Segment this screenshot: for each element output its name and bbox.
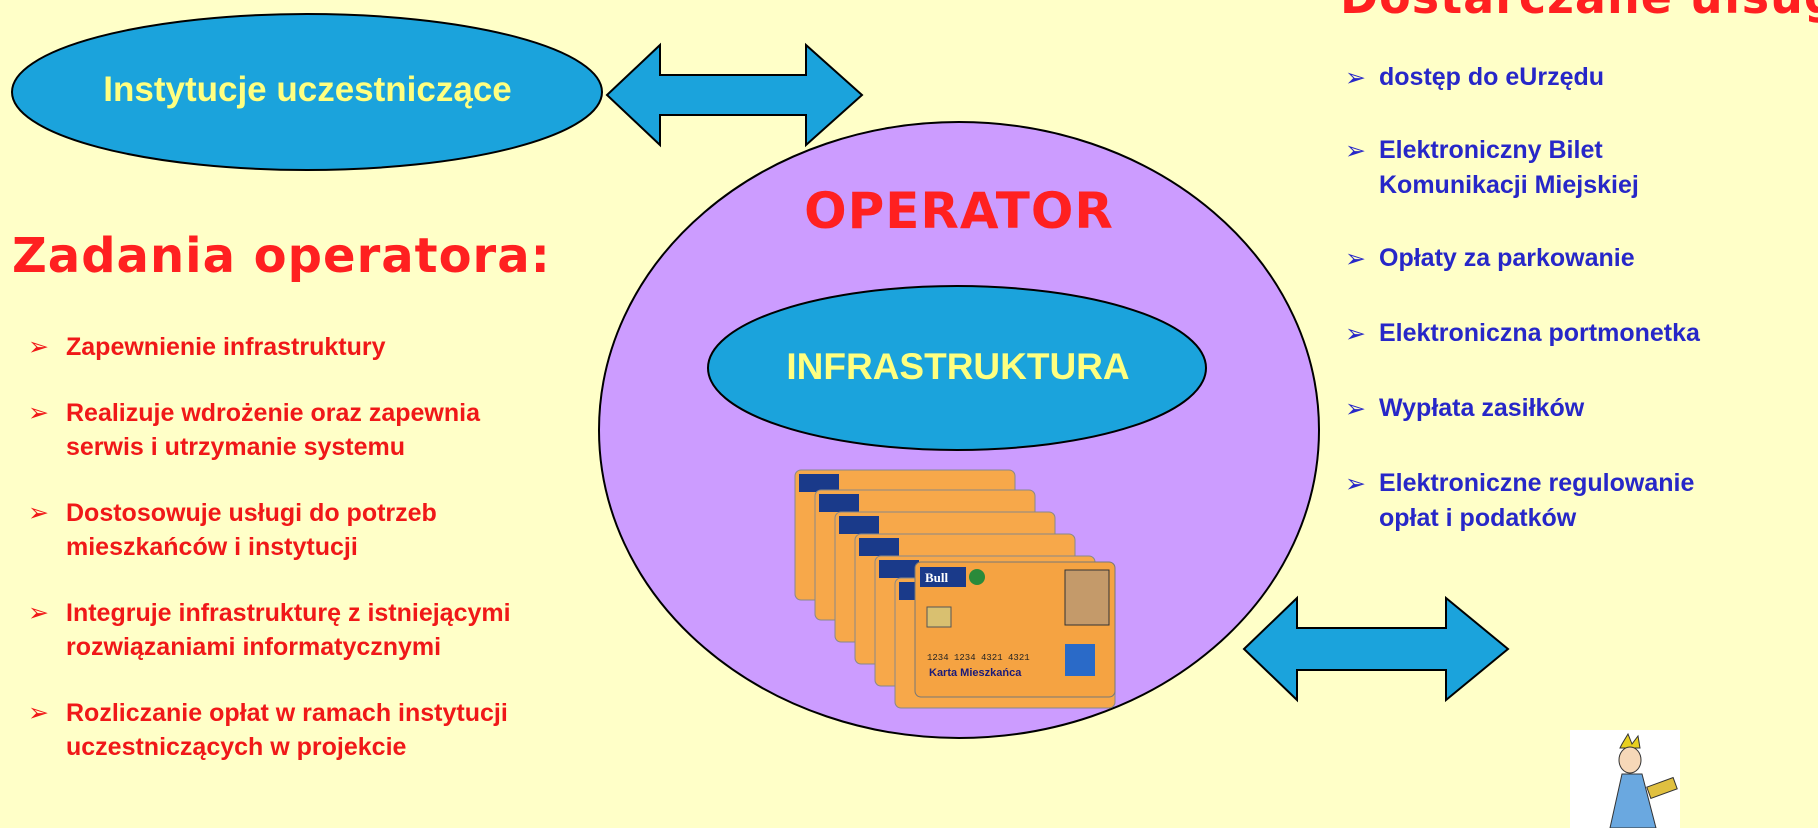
bullet-arrow-icon: ➢ <box>28 598 49 627</box>
operator-title: OPERATOR <box>804 182 1114 240</box>
list-item: ➢ Opłaty za parkowanie <box>1345 241 1815 276</box>
infrastructure-ellipse <box>707 285 1207 451</box>
bullet-arrow-icon: ➢ <box>1345 394 1366 423</box>
list-item: ➢ Elektroniczna portmonetka <box>1345 316 1815 351</box>
bullet-arrow-icon: ➢ <box>28 498 49 527</box>
bullet-arrow-icon: ➢ <box>28 398 49 427</box>
services-heading: Dostarczane ułsugi: <box>1340 0 1818 24</box>
list-item: ➢ Integruje infrastrukturę z istniejącym… <box>28 598 511 661</box>
svg-text:1234 1234 4321 4321: 1234 1234 4321 4321 <box>927 653 1030 663</box>
bullet-arrow-icon: ➢ <box>1345 319 1366 348</box>
svg-text:Bull: Bull <box>925 570 949 585</box>
bottom-arrow-icon <box>1242 595 1510 703</box>
participants-label: Instytucje uczestniczące <box>103 70 512 109</box>
cartoon-figure-icon <box>1570 730 1680 828</box>
bullet-arrow-icon: ➢ <box>1345 469 1366 498</box>
svg-text:Karta Mieszkańca: Karta Mieszkańca <box>929 667 1022 679</box>
bullet-arrow-icon: ➢ <box>28 698 49 727</box>
top-arrow-icon <box>605 42 864 148</box>
bullet-arrow-icon: ➢ <box>1345 136 1366 165</box>
services-list: ➢ dostęp do eUrzędu ➢ Elektroniczny Bile… <box>1345 60 1815 536</box>
list-item: ➢ Wypłata zasiłków <box>1345 391 1815 426</box>
list-item: ➢ dostęp do eUrzędu <box>1345 60 1815 95</box>
bullet-arrow-icon: ➢ <box>28 332 49 361</box>
bullet-arrow-icon: ➢ <box>1345 63 1366 92</box>
resident-card-icon: Bull 1234 1234 4321 4321 Karta Mieszkańc… <box>794 469 1116 709</box>
tasks-list: ➢ Zapewnienie infrastruktury ➢ Realizuje… <box>28 330 668 796</box>
bullet-arrow-icon: ➢ <box>1345 244 1366 273</box>
infrastructure-label: INFRASTRUKTURA <box>786 346 1130 387</box>
tasks-heading: Zadania operatora: <box>12 228 551 284</box>
list-item: ➢ Zapewnienie infrastruktury <box>28 330 668 364</box>
participants-ellipse <box>11 13 603 171</box>
